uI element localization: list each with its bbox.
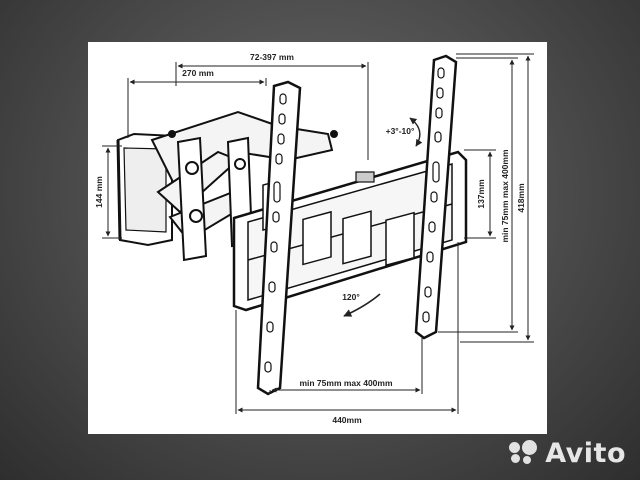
avito-logo-icon bbox=[509, 440, 539, 466]
span-label: 72-397 mm bbox=[250, 52, 294, 62]
total-height-label: 418mm bbox=[516, 183, 526, 213]
wall-plate-height-label: 144 mm bbox=[94, 176, 104, 208]
right-vertical-rail bbox=[414, 54, 458, 340]
tilt-label: +3°-10° bbox=[386, 126, 415, 136]
arm-depth-label: 270 mm bbox=[182, 68, 214, 78]
dimension-lines bbox=[102, 53, 534, 414]
center-height-label: 137mm bbox=[476, 179, 486, 209]
swivel-label: 120° bbox=[342, 292, 360, 302]
vesa-vertical-label: min 75mm max 400mm bbox=[500, 149, 510, 243]
wall-plate bbox=[116, 132, 178, 247]
vesa-horizontal-label: min 75mm max 400mm bbox=[299, 378, 393, 388]
left-vertical-rail bbox=[256, 80, 302, 396]
total-width-label: 440mm bbox=[332, 415, 362, 425]
tv-mount-drawing: 72-397 mm 270 mm 144 mm +3°-10° 137mm mi… bbox=[94, 52, 534, 425]
avito-watermark: Avito bbox=[509, 437, 626, 469]
diagram-sheet: 72-397 mm 270 mm 144 mm +3°-10° 137mm mi… bbox=[88, 42, 547, 434]
avito-wordmark: Avito bbox=[545, 437, 626, 469]
